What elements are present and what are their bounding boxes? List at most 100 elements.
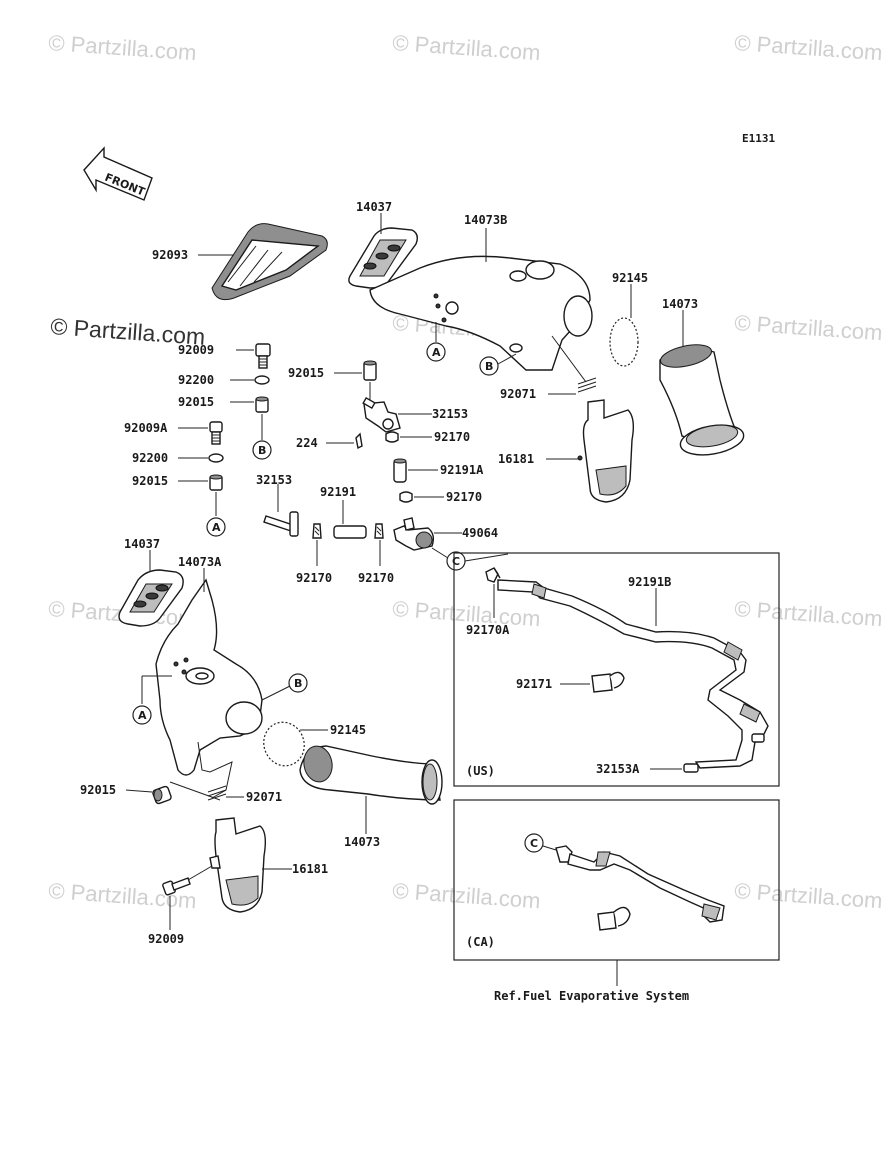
label-92200-mid: 92200 (132, 451, 168, 465)
label-92071-top: 92071 (500, 387, 536, 401)
watermark: © Partzilla.com (734, 310, 884, 345)
watermark: © Partzilla.com (392, 878, 542, 913)
watermark: © Partzilla.com (734, 596, 884, 631)
bracket-16181-bottom (209, 817, 267, 913)
collar-92015-center (363, 360, 377, 381)
callout-a-top (426, 342, 446, 362)
o-ring-92145-bottom (263, 721, 305, 767)
callout-c-letter: C (452, 555, 460, 568)
bolt-92009-top (255, 343, 271, 369)
label-92191: 92191 (320, 485, 356, 499)
callout-a-letter: A (432, 346, 441, 359)
callout-b-letter: B (294, 677, 302, 690)
callout-a-bottom (132, 705, 152, 725)
label-14073-top: 14073 (662, 297, 698, 311)
region-us: (US) (466, 764, 495, 778)
clip-ca (597, 906, 631, 931)
hose-92191 (333, 525, 367, 539)
label-49064: 49064 (462, 526, 498, 540)
label-92170-1: 92170 (434, 430, 470, 444)
label-92191A: 92191A (440, 463, 484, 477)
clip-92171 (591, 671, 625, 693)
label-92009-top: 92009 (178, 343, 214, 357)
us-variant-box (453, 552, 780, 787)
pad-14037-bottom (118, 569, 184, 627)
label-92170-4: 92170 (358, 571, 394, 585)
clamp-92170-1 (385, 431, 399, 443)
check-valve-49064 (393, 517, 435, 551)
label-14073B: 14073B (464, 213, 507, 227)
diagram-code: E1131 (742, 132, 775, 145)
watermark: © Partzilla.com (734, 30, 884, 65)
clamp-92170-2 (399, 491, 413, 503)
air-filter-92093 (211, 223, 328, 301)
watermark: © Partzilla.com (392, 30, 542, 65)
label-92145-bottom: 92145 (330, 723, 366, 737)
watermark: © Partzilla.com (734, 878, 884, 913)
label-92170-3: 92170 (296, 571, 332, 585)
label-16181-top: 16181 (498, 452, 534, 466)
callout-b-left (252, 440, 272, 460)
screw-224 (355, 432, 363, 450)
collar-92015-bottom (152, 785, 172, 805)
label-14073A: 14073A (178, 555, 222, 569)
label-92200-top: 92200 (178, 373, 214, 387)
label-92015-mid: 92015 (132, 474, 168, 488)
callout-a-letter: A (212, 521, 221, 534)
spring-92071-top (577, 377, 597, 393)
label-92191B: 92191B (628, 575, 671, 589)
hose-92191A (393, 458, 407, 483)
air-duct-14073A (155, 578, 263, 776)
callout-a-left (206, 517, 226, 537)
label-92009-bottom: 92009 (148, 932, 184, 946)
label-92093: 92093 (152, 248, 188, 262)
label-92015-center: 92015 (288, 366, 324, 380)
label-14037-top: 14037 (356, 200, 392, 214)
washer-92200-top (254, 375, 270, 385)
region-ca: (CA) (466, 935, 495, 949)
air-duct-14073B (369, 255, 593, 371)
label-92009A: 92009A (124, 421, 168, 435)
intake-duct-14073-bottom (299, 745, 443, 805)
callout-b-letter: B (258, 444, 266, 457)
label-92015-top: 92015 (178, 395, 214, 409)
ca-variant-box (453, 799, 780, 961)
valve-body-32153-center (362, 396, 401, 433)
label-32153-left: 32153 (256, 473, 292, 487)
hose-92191B (497, 579, 769, 773)
callout-b-letter: B (485, 360, 493, 373)
fitting-32153-left (263, 511, 299, 537)
label-92170A: 92170A (466, 623, 510, 637)
pad-14037-top (348, 227, 419, 289)
watermark: © Partzilla.com (48, 30, 198, 65)
label-92071-bottom: 92071 (246, 790, 282, 804)
label-14037-bottom: 14037 (124, 537, 160, 551)
label-92145-top: 92145 (612, 271, 648, 285)
label-224: 224 (296, 436, 318, 450)
collar-92015-mid (209, 474, 223, 491)
label-16181-bottom: 16181 (292, 862, 328, 876)
callout-b-top (479, 356, 499, 376)
spring-92071-bottom (207, 785, 227, 801)
clamp-92170-4 (374, 523, 384, 539)
label-92171: 92171 (516, 677, 552, 691)
bolt-92009A (209, 421, 223, 445)
hose-ca (555, 845, 725, 923)
washer-92200-mid (208, 453, 224, 463)
bracket-16181-top (577, 399, 635, 503)
label-32153A: 32153A (596, 762, 640, 776)
front-arrow-icon: FRONT (83, 146, 153, 201)
collar-92015-top (255, 396, 269, 413)
label-92170-2: 92170 (446, 490, 482, 504)
clamp-92170-3 (312, 523, 322, 539)
reference-note: Ref.Fuel Evaporative System (494, 989, 689, 1003)
bolt-92009-bottom (162, 877, 191, 896)
o-ring-92145-top (609, 317, 639, 367)
clamp-92170A (485, 567, 501, 583)
label-32153-center: 32153 (432, 407, 468, 421)
intake-duct-14073-top (659, 344, 745, 456)
callout-a-letter: A (138, 709, 147, 722)
label-92015-bottom: 92015 (80, 783, 116, 797)
callout-b-bottom (288, 673, 308, 693)
